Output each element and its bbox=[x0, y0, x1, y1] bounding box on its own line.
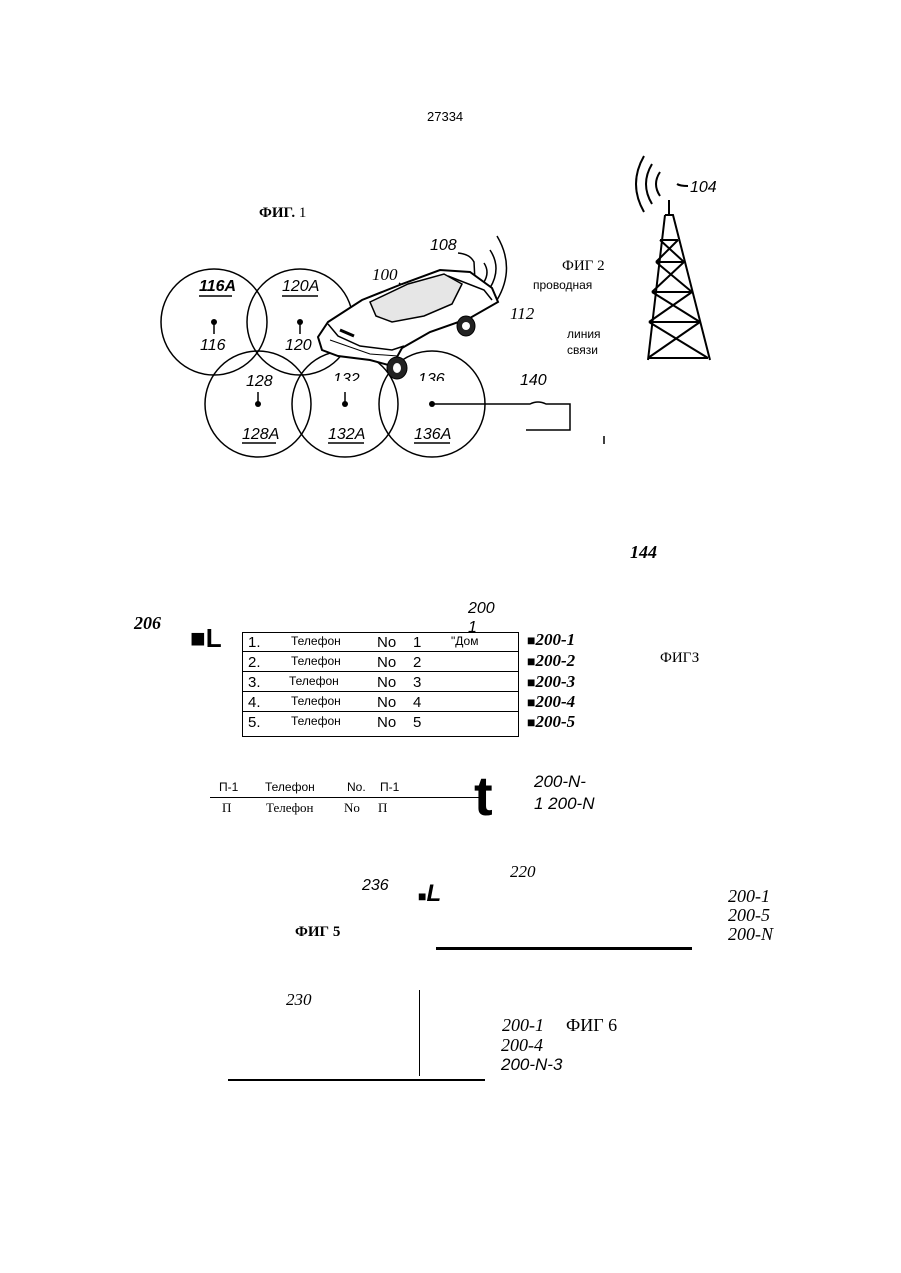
row-number: 5. bbox=[248, 715, 261, 730]
fig2-caption-1: проводная bbox=[533, 279, 592, 291]
row-no-label: No bbox=[377, 655, 396, 670]
row-ref-200-5: ■200-5 bbox=[527, 713, 575, 731]
row-ref-200-2: ■200-2 bbox=[527, 652, 575, 670]
row-value: 5 bbox=[413, 715, 421, 730]
row-phone-label: Телефон bbox=[291, 635, 341, 647]
row-ref-200-3: ■200-3 bbox=[527, 673, 575, 691]
row-number: 4. bbox=[248, 695, 261, 710]
wired-line-140 bbox=[432, 402, 570, 430]
row-ref-text: 200-3 bbox=[535, 672, 575, 691]
cell-label-116A: 116A bbox=[199, 279, 236, 295]
fig5-marker: ■L bbox=[418, 882, 441, 906]
fig5-ref-3: 200-N bbox=[728, 925, 773, 943]
fig6-ref-3: 200-N-3 bbox=[501, 1056, 562, 1073]
row-ref-text: 200-2 bbox=[535, 651, 575, 670]
fig5-ref-2: 200-5 bbox=[728, 906, 770, 924]
fig5-title: ФИГ 5 bbox=[295, 925, 340, 940]
ref-100: 100 bbox=[372, 266, 398, 283]
bottom-row1-c4: П-1 bbox=[380, 781, 399, 793]
row-extra: "Дом bbox=[451, 635, 478, 647]
row-ref-200-4: ■200-4 bbox=[527, 693, 575, 711]
row-phone-label: Телефон bbox=[291, 695, 341, 707]
fig6-ref-2: 200-4 bbox=[501, 1036, 543, 1054]
fig6-vertical-line bbox=[419, 990, 420, 1076]
ref-206: 206 bbox=[134, 614, 161, 632]
fig2-caption-3: связи bbox=[567, 344, 598, 356]
ref-200-N-1-b: 1 200-N bbox=[534, 795, 594, 812]
phone-list-table: 1. Телефон No 1 "Дом 2. Телефон No 2 3. … bbox=[242, 632, 519, 737]
ref-230: 230 bbox=[286, 991, 312, 1008]
row-value: 2 bbox=[413, 655, 421, 670]
bottom-row1-c1: П-1 bbox=[219, 781, 238, 793]
table-row: 2. Телефон No 2 bbox=[243, 653, 518, 672]
vehicle-car bbox=[318, 270, 498, 379]
fig6-title: ФИГ 6 bbox=[566, 1016, 617, 1034]
fig5-line bbox=[436, 947, 692, 950]
row-ref-text: 200-5 bbox=[535, 712, 575, 731]
ref-236: 236 bbox=[362, 878, 389, 894]
cell-id-128: 128 bbox=[246, 374, 273, 390]
row-phone-label: Телефон bbox=[291, 655, 341, 667]
row-value: 4 bbox=[413, 695, 421, 710]
ref-104: 104 bbox=[690, 180, 717, 196]
fig6-ref-1: 200-1 bbox=[502, 1016, 544, 1034]
row-number: 3. bbox=[248, 675, 261, 690]
cell-id-120: 120 bbox=[285, 338, 312, 354]
row-number: 2. bbox=[248, 655, 261, 670]
ref-112: 112 bbox=[510, 305, 534, 322]
row-ref-text: 200-4 bbox=[535, 692, 575, 711]
row-no-label: No bbox=[377, 635, 396, 650]
row-phone-label: Телефон bbox=[291, 715, 341, 727]
row-number: 1. bbox=[248, 635, 261, 650]
bottom-row1-c3: No. bbox=[347, 781, 366, 793]
row-no-label: No bbox=[377, 695, 396, 710]
table-row: 3. Телефон No 3 bbox=[243, 673, 518, 692]
ref-200-N-1-a: 200-N- bbox=[534, 773, 586, 790]
ref-144: 144 bbox=[630, 543, 657, 561]
cell-id-136: 136 bbox=[418, 372, 445, 381]
fig3-title: ФИГЗ bbox=[660, 651, 699, 666]
fig3-marker-letter: L bbox=[206, 623, 222, 653]
fig2-caption-2: линия bbox=[567, 328, 601, 340]
bottom-row1-c2: Телефон bbox=[265, 781, 315, 793]
cell-label-132A: 132A bbox=[328, 427, 365, 443]
row-no-label: No bbox=[377, 675, 396, 690]
bottom-row2-c4: П bbox=[378, 801, 387, 814]
row-value: 1 bbox=[413, 635, 421, 650]
fig5-ref-1: 200-1 bbox=[728, 887, 770, 905]
row-value: 3 bbox=[413, 675, 421, 690]
fig3-ref-top-b: 1 bbox=[468, 620, 477, 632]
bottom-row2-c3: No bbox=[344, 801, 360, 814]
row-no-label: No bbox=[377, 715, 396, 730]
fig5-marker-letter: L bbox=[426, 880, 441, 907]
row-ref-200-1: ■200-1 bbox=[527, 631, 575, 649]
cell-label-136A: 136A bbox=[414, 427, 451, 443]
fig2-title: ФИГ 2 bbox=[562, 259, 605, 274]
bottom-divider bbox=[210, 797, 480, 798]
fig3-marker: ■L bbox=[190, 625, 222, 651]
cell-label-120A: 120A bbox=[282, 279, 319, 295]
ref-140: 140 bbox=[520, 373, 547, 389]
fig6-horizontal-line bbox=[228, 1079, 485, 1081]
ref-108: 108 bbox=[430, 238, 457, 254]
table-row: 4. Телефон No 4 bbox=[243, 693, 518, 712]
table-row: 5. Телефон No 5 bbox=[243, 713, 518, 732]
row-ref-text: 200-1 bbox=[535, 630, 575, 649]
row-phone-label: Телефон bbox=[289, 675, 339, 687]
table-row: 1. Телефон No 1 "Дом bbox=[243, 633, 518, 652]
bottom-row2-c2: Телефон bbox=[266, 801, 314, 814]
cell-label-128A: 128A bbox=[242, 427, 279, 443]
ref-220: 220 bbox=[510, 863, 536, 880]
bottom-row2-c1: П bbox=[222, 801, 231, 814]
marker-t: t bbox=[474, 768, 493, 824]
cell-id-116: 116 bbox=[200, 338, 226, 354]
fig3-ref-top-a: 200 bbox=[468, 601, 495, 617]
cell-id-132: 132 bbox=[333, 372, 360, 381]
